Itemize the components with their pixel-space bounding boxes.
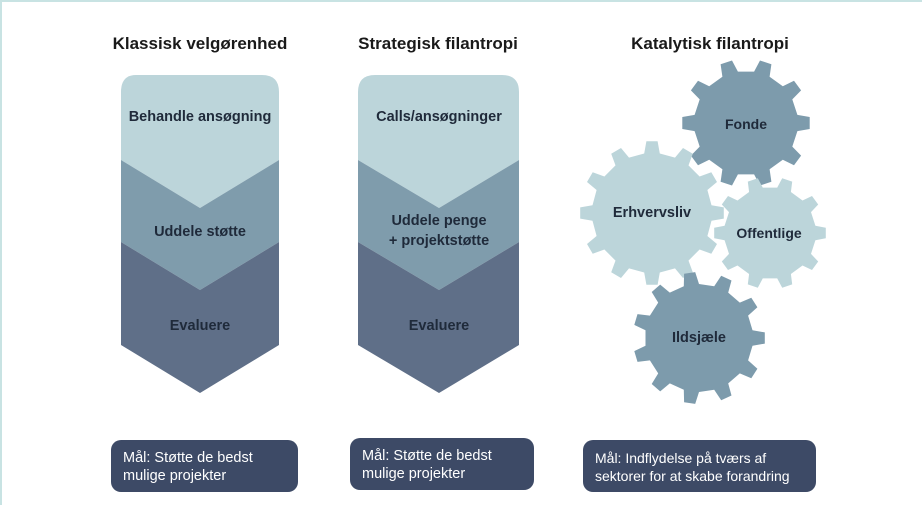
- gear-label-erhvervsliv: Erhvervsliv: [613, 205, 691, 221]
- gear-label-offentlige: Offentlige: [736, 225, 802, 241]
- gear-label-ildsjaele: Ildsjæle: [672, 330, 726, 346]
- frame-left-line: [0, 0, 2, 505]
- strategic-process-stack: Calls/ansøgninger Uddele penge + projekt…: [358, 75, 519, 393]
- gear-ildsjaele: [634, 272, 765, 404]
- classic-stage-middle: [121, 160, 279, 290]
- strategic-stage-middle: [358, 160, 519, 290]
- goal-classic-line-2: mulige projekter: [123, 468, 227, 484]
- gear-offentlige-shape: [714, 178, 826, 288]
- classic-stage-1-label: Behandle ansøgning: [129, 109, 272, 125]
- column-title-catalytic: Katalytisk filantropi: [631, 34, 789, 53]
- gear-fonde: [682, 60, 810, 186]
- goal-strategic-line-1: Mål: Støtte de bedst: [362, 448, 492, 464]
- goal-box-strategic: Mål: Støtte de bedst mulige projekter: [350, 438, 534, 490]
- classic-stage-3-label: Evaluere: [170, 318, 230, 334]
- strategic-stage-2-label-line-1: Uddele penge: [391, 213, 486, 229]
- gear-erhvervsliv-shape: [580, 141, 724, 285]
- strategic-stage-bottom: [358, 242, 519, 393]
- strategic-stage-top: [358, 75, 519, 208]
- gear-label-fonde: Fonde: [725, 116, 767, 132]
- gear-erhvervsliv: [580, 141, 724, 285]
- column-title-strategic: Strategisk filantropi: [358, 34, 518, 53]
- goal-catalytic-line-2: sektorer for at skabe forandring: [595, 468, 790, 484]
- strategic-stage-1-label: Calls/ansøgninger: [376, 109, 502, 125]
- strategic-stage-2-label-line-2: + projektstøtte: [389, 233, 489, 249]
- gear-fonde-shape: [682, 60, 810, 186]
- catalytic-gears: Fonde Erhvervsliv Offentlige Ildsjæle: [580, 60, 826, 404]
- classic-stage-bottom: [121, 242, 279, 393]
- classic-stage-top: [121, 75, 279, 208]
- frame-top-line: [0, 0, 922, 2]
- classic-process-stack: Behandle ansøgning Uddele støtte Evaluer…: [121, 75, 279, 393]
- column-title-classic: Klassisk velgørenhed: [112, 34, 288, 53]
- strategic-stage-3-label: Evaluere: [409, 318, 469, 334]
- gear-offentlige: [714, 178, 826, 288]
- goal-strategic-line-2: mulige projekter: [362, 466, 466, 482]
- goal-box-classic: Mål: Støtte de bedst mulige projekter: [111, 440, 298, 492]
- goal-catalytic-line-1: Mål: Indflydelse på tværs af: [595, 450, 767, 466]
- goal-box-catalytic: Mål: Indflydelse på tværs af sektorer fo…: [583, 440, 816, 492]
- goal-classic-line-1: Mål: Støtte de bedst: [123, 450, 253, 466]
- gear-ildsjaele-shape: [634, 272, 765, 404]
- classic-stage-2-label: Uddele støtte: [154, 224, 246, 240]
